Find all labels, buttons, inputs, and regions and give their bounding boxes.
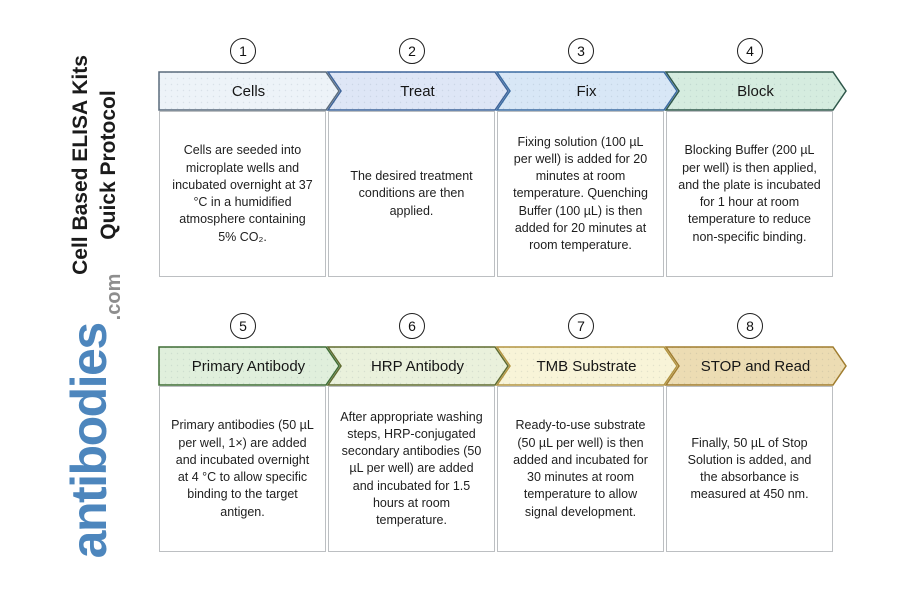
step-arrow-treat: Treat: [326, 71, 510, 111]
logo-wordmark: antibodies: [61, 323, 117, 559]
step-arrow-row: Cells Treat Fix: [158, 71, 848, 111]
step-arrow-stop-and-read: STOP and Read: [664, 346, 848, 386]
step-description: Blocking Buffer (200 µL per well) is the…: [678, 143, 821, 244]
step-number: 2: [408, 43, 416, 59]
step-description-box: Ready-to-use substrate (50 µL per well) …: [497, 386, 664, 552]
step-description-box: Cells are seeded into microplate wells a…: [159, 111, 326, 277]
step-arrow-row: Primary Antibody HRP Antibody TMB Substr…: [158, 346, 848, 386]
protocol-row-1: 1 2 3 4 Cells Treat: [158, 0, 848, 277]
step-arrow-label: Cells: [231, 82, 266, 100]
step-arrow-primary-antibody: Primary Antibody: [158, 346, 341, 386]
step-arrow-label: Fix: [576, 82, 597, 100]
step-arrow-label: STOP and Read: [700, 357, 811, 375]
protocol-diagram: 1 2 3 4 Cells Treat: [158, 0, 858, 594]
step-number: 6: [408, 318, 416, 334]
step-description-row: Cells are seeded into microplate wells a…: [158, 111, 848, 277]
step-description: Ready-to-use substrate (50 µL per well) …: [513, 418, 648, 519]
protocol-row-2: 5 6 7 8 Primary Antibody HRP Antibody: [158, 275, 848, 552]
step-number-badge: 1: [230, 38, 256, 64]
step-number-badge: 5: [230, 313, 256, 339]
step-description: Primary antibodies (50 µL per well, 1×) …: [171, 418, 314, 519]
step-description-box: After appropriate washing steps, HRP-con…: [328, 386, 495, 552]
step-description: The desired treatment conditions are the…: [350, 169, 473, 218]
step-description: Finally, 50 µL of Stop Solution is added…: [687, 435, 812, 502]
logo-domain-suffix: .com: [103, 273, 125, 321]
step-number-badge: 3: [568, 38, 594, 64]
step-arrow-hrp-antibody: HRP Antibody: [326, 346, 510, 386]
step-number: 4: [746, 43, 754, 59]
step-arrow-label: TMB Substrate: [536, 357, 637, 375]
step-description-box: The desired treatment conditions are the…: [328, 111, 495, 277]
step-number: 7: [577, 318, 585, 334]
step-description-row: Primary antibodies (50 µL per well, 1×) …: [158, 386, 848, 552]
step-number-badge: 7: [568, 313, 594, 339]
step-description-box: Blocking Buffer (200 µL per well) is the…: [666, 111, 833, 277]
step-description-box: Fixing solution (100 µL per well) is add…: [497, 111, 664, 277]
step-number-badge: 6: [399, 313, 425, 339]
step-description: Cells are seeded into microplate wells a…: [172, 143, 313, 244]
brand-logo: antibodies.com: [60, 273, 125, 559]
step-number-badge: 8: [737, 313, 763, 339]
step-description: After appropriate washing steps, HRP-con…: [340, 409, 483, 528]
step-number-badge: 2: [399, 38, 425, 64]
step-number-row: 5 6 7 8: [158, 313, 848, 340]
step-arrow-cells: Cells: [158, 71, 341, 111]
step-number-badge: 4: [737, 38, 763, 64]
step-arrow-label: Treat: [400, 82, 435, 100]
step-description: Fixing solution (100 µL per well) is add…: [513, 134, 648, 253]
page-title: Cell Based ELISA Kits Quick Protocol: [69, 55, 120, 275]
step-description-box: Primary antibodies (50 µL per well, 1×) …: [159, 386, 326, 552]
step-description-box: Finally, 50 µL of Stop Solution is added…: [666, 386, 833, 552]
step-arrow-fix: Fix: [495, 71, 679, 111]
step-arrow-label: Block: [737, 82, 774, 100]
step-arrow-tmb-substrate: TMB Substrate: [495, 346, 679, 386]
step-number: 8: [746, 318, 754, 334]
step-number-row: 1 2 3 4: [158, 38, 848, 65]
step-arrow-label: Primary Antibody: [191, 357, 306, 375]
step-arrow-label: HRP Antibody: [370, 357, 465, 375]
step-number: 1: [239, 43, 247, 59]
step-number: 3: [577, 43, 585, 59]
step-arrow-block: Block: [664, 71, 848, 111]
step-number: 5: [239, 318, 247, 334]
